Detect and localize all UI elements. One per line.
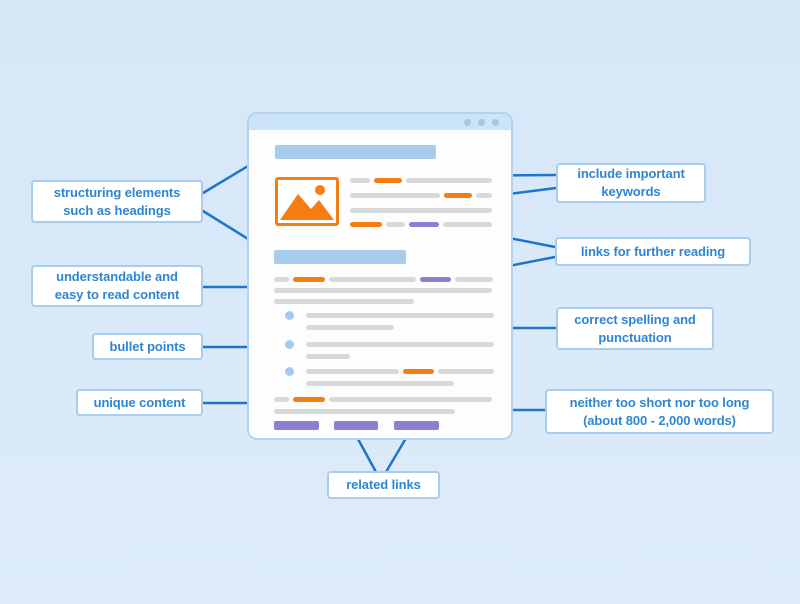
keyword-highlight — [403, 369, 434, 374]
related-link-bar — [334, 421, 378, 430]
bullet-text-line — [306, 354, 350, 359]
label-bullet-points: bullet points — [92, 333, 203, 360]
label-important-keywords: include important keywords — [556, 163, 706, 203]
window-control-dot — [464, 118, 471, 126]
keyword-highlight — [293, 277, 325, 282]
label-understandable-content: understandable and easy to read content — [31, 265, 203, 307]
related-link-bar — [274, 421, 319, 430]
label-related-links: related links — [327, 471, 440, 499]
bullet-text-line — [306, 313, 494, 318]
window-control-dot — [492, 118, 499, 126]
label-further-reading: links for further reading — [555, 237, 751, 266]
text-line — [274, 397, 492, 402]
keyword-highlight — [374, 178, 402, 183]
window-control-dot — [478, 118, 485, 126]
browser-window-mockup — [247, 112, 513, 440]
link-highlight — [420, 277, 451, 282]
heading-bar-1 — [275, 145, 436, 159]
keyword-highlight — [350, 222, 382, 227]
text-line — [350, 193, 492, 198]
text-line — [274, 288, 492, 293]
label-content-length: neither too short nor too long (about 80… — [545, 389, 774, 434]
bullet-point-icon — [285, 367, 294, 376]
related-link-bar — [394, 421, 439, 430]
label-correct-spelling: correct spelling and punctuation — [556, 307, 714, 350]
link-highlight — [409, 222, 439, 227]
text-line — [350, 208, 492, 213]
bullet-text-line — [306, 369, 494, 374]
keyword-highlight — [293, 397, 325, 402]
bullet-text-line — [306, 381, 454, 386]
image-placeholder-icon — [275, 177, 339, 226]
browser-titlebar — [249, 114, 511, 130]
bullet-point-icon — [285, 311, 294, 320]
bullet-text-line — [306, 342, 494, 347]
text-line — [350, 178, 492, 183]
bullet-point-icon — [285, 340, 294, 349]
text-line — [274, 277, 493, 282]
bullet-text-line — [306, 325, 394, 330]
heading-bar-2 — [274, 250, 406, 264]
text-line — [274, 299, 414, 304]
keyword-highlight — [444, 193, 472, 198]
text-line — [274, 409, 455, 414]
text-line — [350, 222, 492, 227]
label-structuring-elements: structuring elements such as headings — [31, 180, 203, 223]
label-unique-content: unique content — [76, 389, 203, 416]
